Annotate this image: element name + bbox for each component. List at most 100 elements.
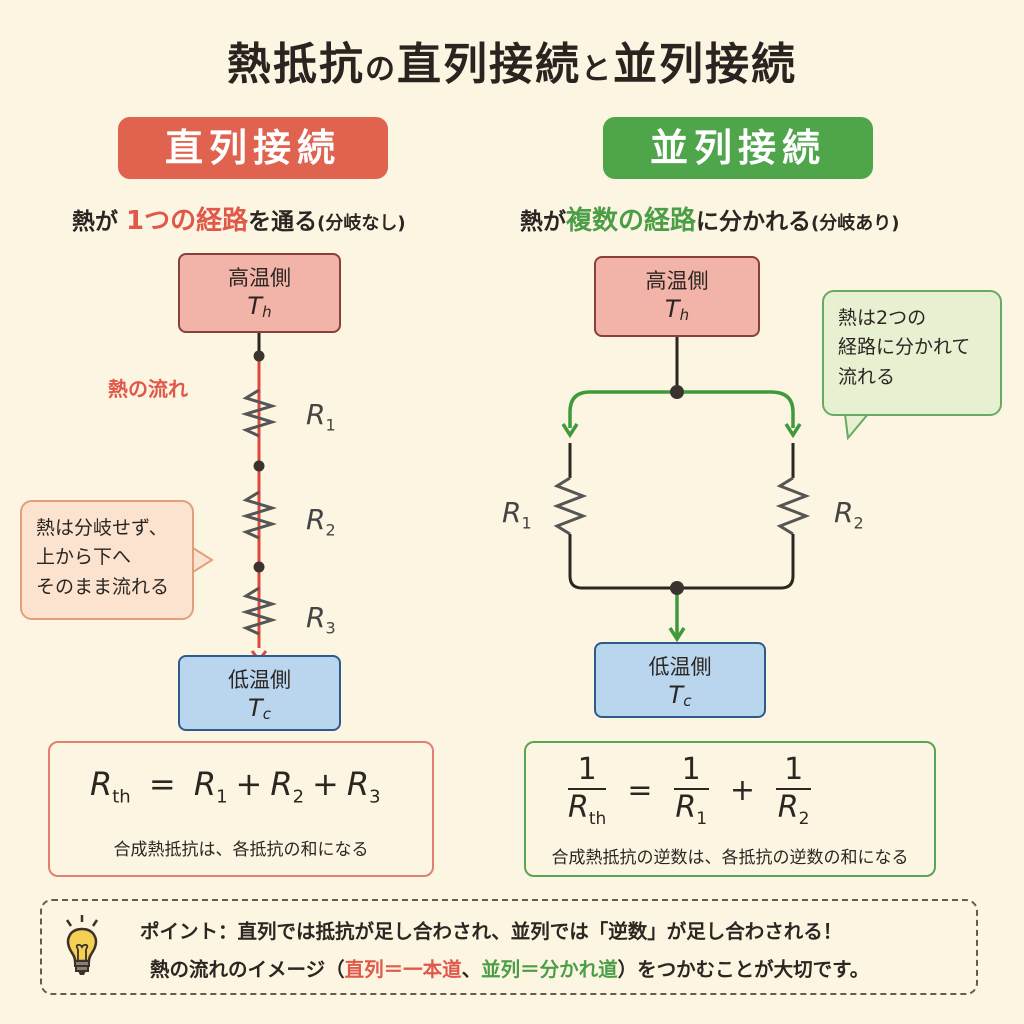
symbol-sub: c	[683, 692, 692, 711]
symbol-sub: h	[679, 306, 690, 325]
parallel-cold-node-symbol: Tc	[596, 680, 764, 711]
title-part1: 熱抵抗	[227, 39, 365, 90]
denominator: R	[675, 789, 697, 825]
series-subtitle-paren: (分岐なし)	[317, 213, 406, 234]
symbol-t: T	[664, 295, 680, 324]
parallel-r1-label: R1	[502, 496, 532, 533]
r-symbol: R	[306, 398, 326, 431]
bubble-line: 流れる	[838, 365, 896, 388]
parallel-formula-caption: 合成熱抵抗の逆数は、各抵抗の逆数の和になる	[551, 848, 909, 868]
title-connector: の	[365, 52, 397, 87]
parallel-subtitle-pre: 熱が	[520, 209, 566, 235]
plus: +	[235, 765, 263, 803]
point-line-2: 熱の流れのイメージ（直列＝一本道、並列＝分かれ道）をつかむことが大切です。	[150, 953, 869, 982]
title-part2: 直列接続	[397, 39, 581, 90]
series-bubble-tail	[192, 547, 214, 573]
parallel-outflow-arrow	[668, 627, 686, 643]
series-r2-label: R2	[306, 503, 336, 540]
numerator: 1	[568, 752, 607, 790]
series-speech-bubble: 熱は分岐せず、 上から下へ そのまま流れる	[20, 500, 194, 620]
point-line-1: ポイント：直列では抵抗が足し合わされ、並列では「逆数」が足し合わされる！	[140, 920, 843, 943]
term-sub: 3	[369, 786, 381, 808]
line2-pre: 熱の流れのイメージ（	[150, 958, 345, 981]
series-cold-node: 低温側 Tc	[178, 655, 341, 731]
series-r1-label: R1	[306, 398, 336, 435]
parallel-junction-bottom	[670, 581, 684, 595]
series-hot-node: 高温側 Th	[178, 253, 341, 333]
denominator-sub: th	[588, 808, 607, 829]
series-subtitle-pre: 熱が	[72, 209, 118, 235]
parallel-junction-top	[670, 385, 684, 399]
parallel-arrow-right	[784, 423, 802, 439]
parallel-hot-node-symbol: Th	[596, 294, 758, 325]
series-hot-node-label: 高温側	[228, 266, 291, 290]
bubble-line: 経路に分かれて	[838, 336, 971, 359]
series-resistor-r1	[240, 388, 278, 438]
title-and: と	[581, 52, 613, 87]
parallel-wire-bottom	[568, 534, 795, 590]
symbol-t: T	[668, 681, 684, 710]
series-junction-3	[253, 561, 265, 573]
plus: +	[729, 773, 755, 809]
series-cold-node-symbol: Tc	[180, 693, 339, 724]
bubble-line: 上から下へ	[36, 546, 132, 569]
denominator: R	[568, 789, 589, 825]
title-part3: 並列接続	[613, 39, 797, 90]
parallel-cold-node: 低温側 Tc	[594, 642, 766, 718]
denominator-sub: 1	[696, 808, 708, 829]
series-subtitle: 熱が 1つの経路を通る(分岐なし)	[72, 200, 406, 237]
bubble-line: そのまま流れる	[36, 575, 170, 598]
term: R	[193, 765, 217, 803]
point-box: ポイント：直列では抵抗が足し合わされ、並列では「逆数」が足し合わされる！ 熱の流…	[40, 899, 978, 995]
parallel-hot-node-label: 高温側	[645, 269, 709, 293]
series-junction-2	[253, 460, 265, 472]
r-sub: 1	[521, 513, 532, 533]
lhs: R	[90, 765, 113, 803]
bubble-line: 熱は分岐せず、	[36, 517, 168, 539]
parallel-branch-right	[677, 390, 795, 428]
parallel-bubble-tail	[844, 413, 869, 441]
r-sub: 2	[325, 520, 336, 540]
numerator: 1	[776, 752, 812, 790]
parallel-subtitle-paren: (分岐あり)	[811, 213, 900, 234]
series-formula: Rth = R1+R2+R3	[90, 765, 381, 807]
series-formula-box: Rth = R1+R2+R3 合成熱抵抗は、各抵抗の和になる	[48, 741, 434, 877]
parallel-hot-node: 高温側 Th	[594, 256, 760, 337]
parallel-r2-label: R2	[834, 496, 864, 533]
line2-parallel: 並列＝分かれ道	[481, 958, 618, 981]
term: R	[346, 765, 370, 803]
series-subtitle-highlight: 1つの経路	[126, 206, 249, 236]
denominator: R	[777, 789, 799, 825]
series-resistor-r3	[240, 586, 278, 636]
equals: =	[627, 773, 653, 809]
lightbulb-icon	[65, 915, 99, 975]
r-symbol: R	[306, 601, 326, 634]
parallel-arrow-left	[561, 423, 579, 439]
series-hot-node-symbol: Th	[180, 291, 339, 322]
r-symbol: R	[306, 503, 326, 536]
line2-series: 直列＝一本道	[344, 958, 462, 981]
r-symbol: R	[834, 496, 854, 529]
line2-sep: 、	[461, 958, 482, 981]
heat-flow-label: 熱の流れ	[108, 377, 188, 401]
term: R	[270, 765, 293, 803]
equals: =	[148, 765, 176, 803]
r-sub: 2	[853, 513, 864, 533]
series-cold-node-label: 低温側	[228, 668, 291, 692]
r-sub: 3	[325, 618, 336, 638]
denominator-sub: 2	[798, 808, 810, 829]
r-sub: 1	[325, 415, 336, 435]
series-r3-label: R3	[306, 601, 336, 638]
series-resistor-r2	[240, 490, 278, 540]
term-sub: 2	[292, 786, 305, 808]
symbol-sub: c	[262, 705, 271, 724]
lhs-sub: th	[112, 786, 131, 808]
parallel-subtitle-highlight: 複数の経路	[566, 206, 697, 236]
series-formula-caption: 合成熱抵抗は、各抵抗の和になる	[113, 840, 369, 860]
